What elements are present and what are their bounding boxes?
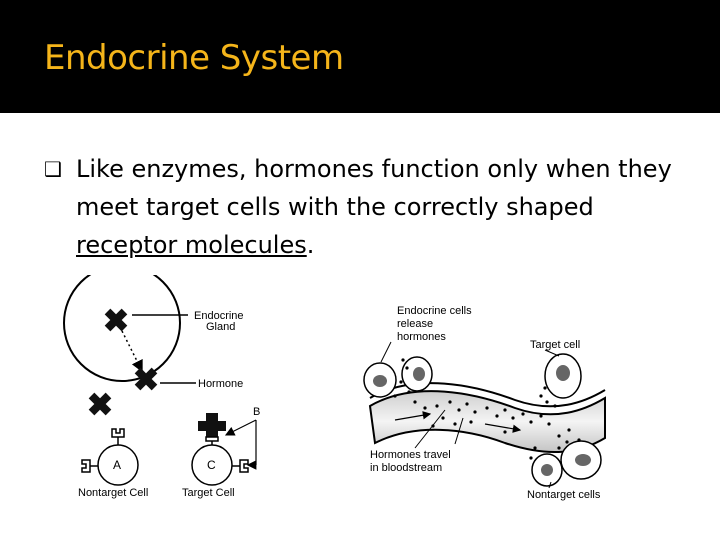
label-target-cell-right: Target cell: [530, 339, 580, 351]
hormone-bound-icon: [198, 413, 226, 439]
slide-title: Endocrine System: [44, 38, 344, 78]
title-bar: Endocrine System: [0, 0, 720, 113]
bullet-text: Like enzymes, hormones function only whe…: [52, 150, 672, 264]
bullet-text-end: .: [307, 231, 315, 259]
label-endocrine-gland-2: Gland: [206, 321, 235, 333]
label-b: B: [253, 406, 260, 418]
label-hormones-travel-2: in bloodstream: [370, 462, 442, 474]
receptor-a-side: [82, 460, 90, 472]
label-target-cell: Target Cell: [182, 487, 235, 499]
label-hormone: Hormone: [198, 378, 243, 390]
label-a: A: [113, 458, 121, 472]
label-hormones-travel-1: Hormones travel: [370, 449, 451, 461]
bullet-point: ❑ Like enzymes, hormones function only w…: [52, 150, 672, 264]
label-endocrine-cells-3: hormones: [397, 331, 446, 343]
label-c: C: [207, 458, 216, 472]
receptor-molecules-text: receptor molecules: [76, 231, 307, 259]
label-nontarget-cells: Nontarget cells: [527, 489, 601, 501]
bloodstream-diagram: Endocrine cells release hormones Target …: [355, 298, 610, 508]
receptor-a-top: [112, 429, 124, 437]
receptor-c-top: [206, 437, 218, 441]
hormone-receptor-diagram: Endocrine Gland Hormone A C B Nontarget …: [60, 275, 270, 505]
label-endocrine-cells-2: release: [397, 318, 433, 330]
blood-vessel: [370, 391, 605, 452]
bullet-text-main: Like enzymes, hormones function only whe…: [76, 155, 672, 221]
receptor-c-side: [240, 460, 248, 472]
hormone-x-icon: [83, 387, 117, 421]
bullet-marker: ❑: [44, 150, 62, 188]
label-nontarget-cell: Nontarget Cell: [78, 487, 148, 499]
label-endocrine-cells-1: Endocrine cells: [397, 305, 472, 317]
